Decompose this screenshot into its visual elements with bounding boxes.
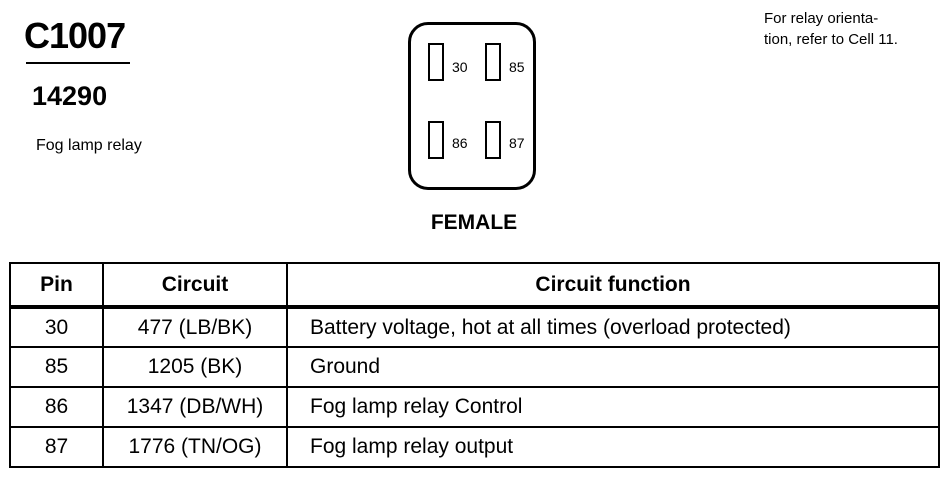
pin-slot-30: [428, 43, 444, 81]
circuit-cell: 1205 (BK): [102, 346, 288, 388]
circuit-cell: 1347 (DB/WH): [102, 386, 288, 428]
circuit-function-cell: Fog lamp relay Control: [286, 386, 940, 428]
circuit-function-cell: Ground: [286, 346, 940, 388]
part-number: 14290: [32, 81, 108, 111]
pin-label-86: 86: [452, 135, 468, 151]
table-header-row: Pin Circuit Circuit function: [9, 262, 940, 308]
connector-description: Fog lamp relay: [36, 137, 142, 154]
circuit-function-cell: Battery voltage, hot at all times (overl…: [286, 305, 940, 348]
pin-slot-85: [485, 43, 501, 81]
column-header-circuit-function: Circuit function: [286, 262, 940, 308]
pin-label-30: 30: [452, 59, 468, 75]
circuit-cell: 477 (LB/BK): [102, 305, 288, 348]
circuit-cell: 1776 (TN/OG): [102, 426, 288, 468]
circuit-function-cell: Fog lamp relay output: [286, 426, 940, 468]
pin-cell: 86: [9, 386, 104, 428]
pin-label-85: 85: [509, 59, 525, 75]
table-row: 86 1347 (DB/WH) Fog lamp relay Control: [9, 386, 940, 428]
pin-cell: 30: [9, 305, 104, 348]
column-header-pin: Pin: [9, 262, 104, 308]
pin-cell: 87: [9, 426, 104, 468]
relay-orientation-note: For relay orienta- tion, refer to Cell 1…: [764, 8, 944, 50]
pin-slot-87: [485, 121, 501, 159]
pin-circuit-table: Pin Circuit Circuit function 30 477 (LB/…: [9, 262, 940, 468]
table-row: 85 1205 (BK) Ground: [9, 346, 940, 388]
connector-face-diagram: 30 85 86 87: [408, 22, 536, 190]
table-row: 30 477 (LB/BK) Battery voltage, hot at a…: [9, 305, 940, 348]
pin-slot-86: [428, 121, 444, 159]
connector-id-underline: [26, 62, 130, 64]
connector-gender-label: FEMALE: [430, 211, 518, 234]
pin-cell: 85: [9, 346, 104, 388]
note-line: tion, refer to Cell 11.: [764, 31, 898, 48]
table-row: 87 1776 (TN/OG) Fog lamp relay output: [9, 426, 940, 468]
pin-label-87: 87: [509, 135, 525, 151]
connector-id: C1007: [24, 15, 126, 56]
column-header-circuit: Circuit: [102, 262, 288, 308]
note-line: For relay orienta-: [764, 10, 879, 27]
